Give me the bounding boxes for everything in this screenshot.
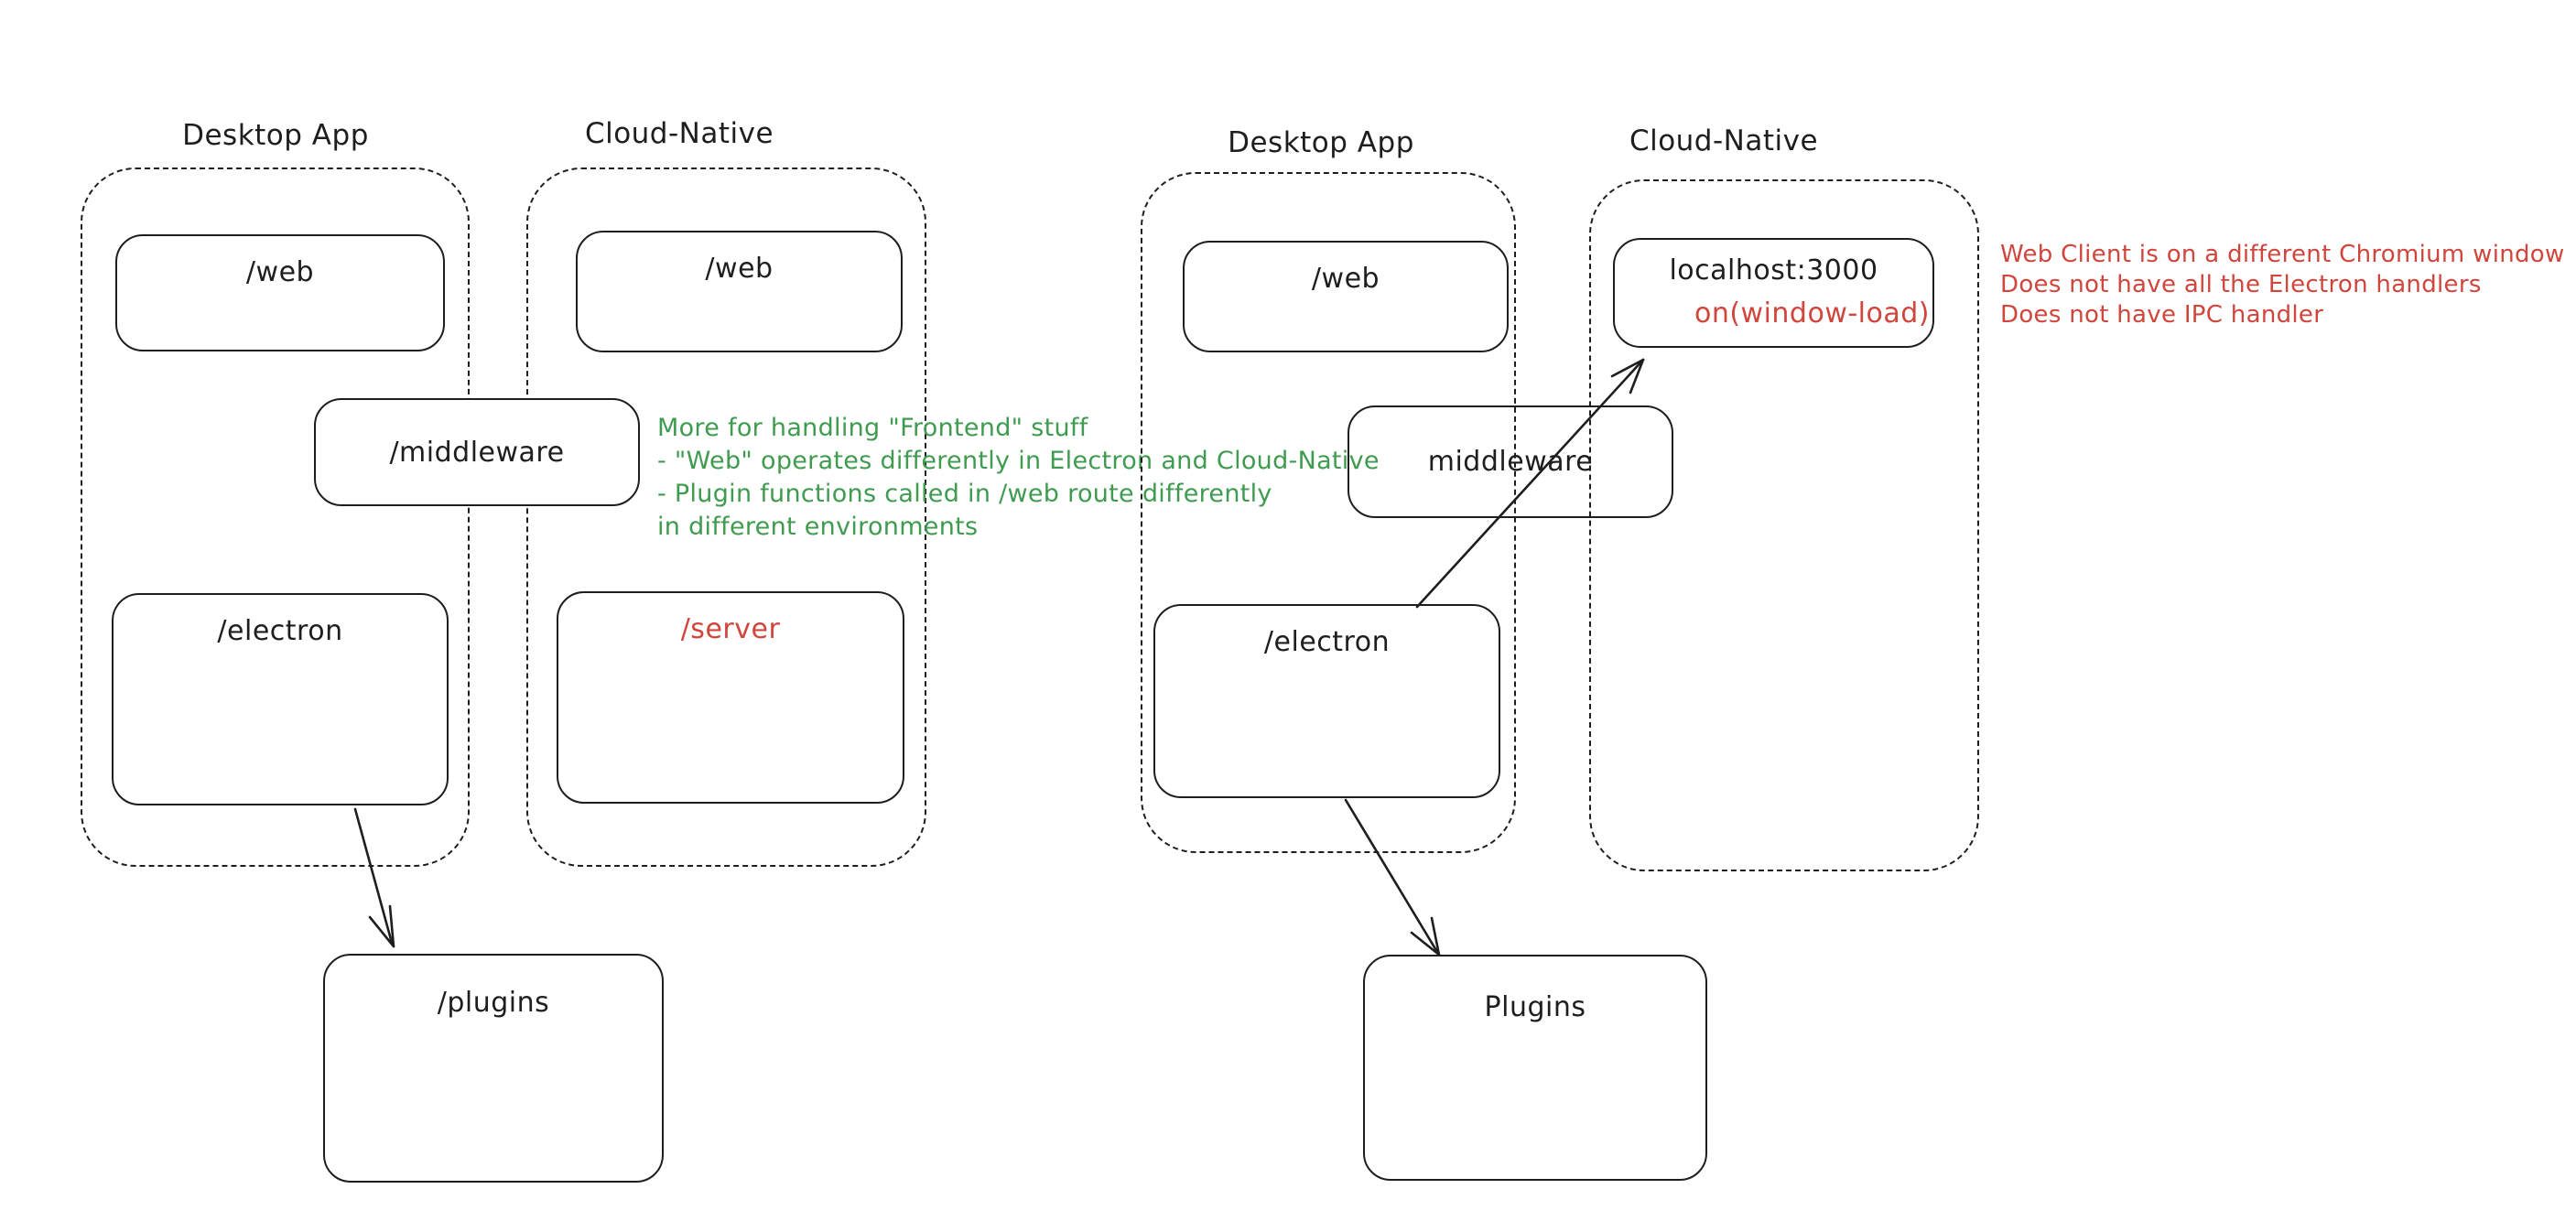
left-electron-box: /electron xyxy=(112,593,449,805)
localhost-3000-label: localhost:3000 xyxy=(1669,254,1878,286)
left-middleware-label: /middleware xyxy=(389,436,565,469)
left-plugins-box: /plugins xyxy=(323,954,664,1183)
left-electron-label: /electron xyxy=(217,615,343,647)
on-window-load-label: on(window-load) xyxy=(1694,297,1931,330)
right-electron-box: /electron xyxy=(1153,604,1500,798)
right-cloud-native-label: Cloud-Native xyxy=(1629,124,1819,157)
green-annotation: More for handling "Frontend" stuff - "We… xyxy=(657,412,1380,544)
left-server-box: /server xyxy=(557,591,904,804)
left-desktop-web-box: /web xyxy=(115,234,445,351)
left-server-label: /server xyxy=(680,613,781,645)
left-desktop-web-label: /web xyxy=(245,256,315,288)
left-plugins-label: /plugins xyxy=(437,987,550,1019)
left-middleware-box: /middleware xyxy=(314,398,640,506)
right-desktop-web-label: /web xyxy=(1311,263,1380,295)
right-plugins-box: Plugins xyxy=(1363,955,1707,1181)
left-desktop-app-container xyxy=(81,168,470,867)
red-annotation-line: Web Client is on a different Chromium wi… xyxy=(2000,241,2565,268)
right-middleware-label: middleware xyxy=(1427,446,1594,478)
left-desktop-app-label: Desktop App xyxy=(182,119,369,152)
red-annotation-line: Does not have all the Electron handlers xyxy=(2000,271,2482,298)
left-cloud-web-label: /web xyxy=(705,253,774,285)
right-electron-label: /electron xyxy=(1263,626,1391,658)
localhost-3000-box: localhost:3000 on(window-load) xyxy=(1613,238,1934,348)
left-cloud-native-label: Cloud-Native xyxy=(584,117,774,150)
left-cloud-native-container xyxy=(526,168,926,867)
right-middleware-box: middleware xyxy=(1348,405,1673,518)
right-plugins-label: Plugins xyxy=(1484,991,1586,1023)
green-annotation-line: - Plugin functions called in /web route … xyxy=(657,480,1272,508)
red-annotation-line: Does not have IPC handler xyxy=(2000,301,2324,329)
right-desktop-app-label: Desktop App xyxy=(1228,126,1414,159)
right-desktop-web-box: /web xyxy=(1183,241,1509,352)
left-cloud-web-box: /web xyxy=(576,231,903,352)
red-annotation: Web Client is on a different Chromium wi… xyxy=(2000,240,2565,330)
green-annotation-line: More for handling "Frontend" stuff xyxy=(657,414,1088,442)
green-annotation-line: - "Web" operates differently in Electron… xyxy=(657,447,1380,475)
green-annotation-line: in different environments xyxy=(657,513,979,541)
